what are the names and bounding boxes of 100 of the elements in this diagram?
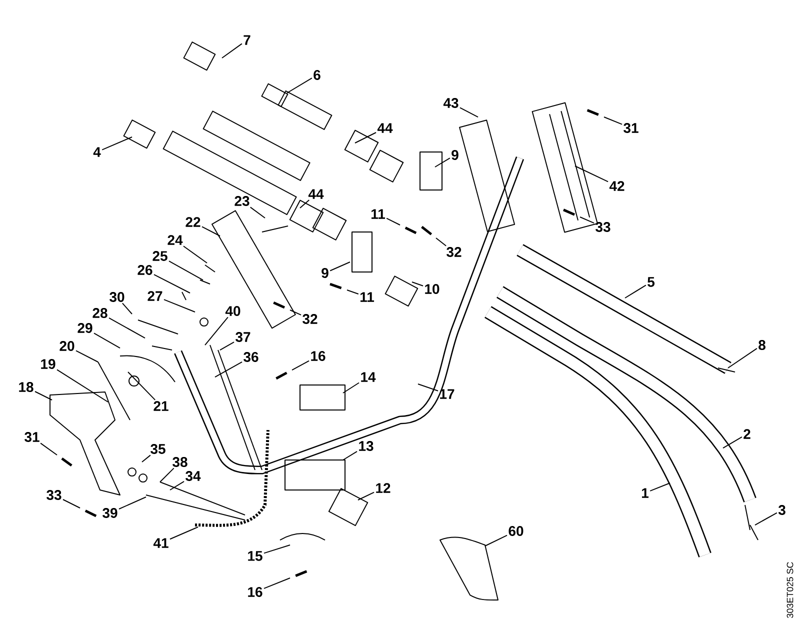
callout-number: 6 — [314, 70, 320, 80]
leader-line — [170, 480, 185, 490]
callout-number: 18 — [19, 382, 34, 392]
leader-line — [164, 299, 196, 312]
leader-line — [418, 384, 439, 392]
leader-line — [484, 534, 508, 546]
leader-line — [330, 262, 350, 272]
leader-line — [300, 200, 310, 208]
callout-number: 29 — [78, 323, 92, 333]
leader-line — [154, 274, 190, 294]
callout-number: 12 — [376, 483, 390, 493]
leader-line — [202, 226, 220, 236]
leader-line — [168, 260, 204, 280]
leader-line — [728, 348, 758, 368]
callout-number: 23 — [234, 196, 250, 206]
callout-number: 25 — [152, 251, 168, 261]
callout-number: 33 — [46, 490, 62, 500]
leader-line — [264, 578, 290, 589]
callout-number: 9 — [452, 150, 458, 160]
callout-number: 16 — [311, 351, 326, 361]
leader-line — [434, 158, 450, 168]
callout-number: 19 — [41, 359, 56, 369]
callout-number: 8 — [758, 340, 766, 350]
leader-line — [436, 238, 447, 246]
leader-line — [56, 369, 108, 402]
leader-line — [264, 544, 290, 554]
leader-line — [580, 216, 595, 224]
callout-number: 3 — [778, 505, 786, 515]
callout-number: 38 — [172, 457, 188, 467]
leader-line — [222, 43, 242, 58]
leader-line — [342, 450, 358, 460]
callout-number: 2 — [744, 429, 750, 439]
callout-number: 4 — [93, 147, 101, 157]
callout-number: 41 — [153, 538, 168, 548]
callout-number: 39 — [102, 508, 118, 518]
callout-number: 24 — [168, 235, 183, 245]
leader-line — [94, 332, 120, 348]
leader-line — [722, 436, 742, 448]
callout-number: 33 — [596, 222, 610, 232]
leader-line — [204, 316, 228, 346]
callout-number: 26 — [138, 265, 152, 275]
callout-number: 37 — [236, 332, 250, 342]
leader-line — [250, 206, 266, 218]
callout-number: 44 — [308, 189, 324, 199]
callout-number: 36 — [244, 352, 258, 362]
callout-number: 22 — [186, 217, 200, 227]
leader-line — [160, 468, 174, 482]
leader-line — [118, 496, 146, 510]
callout-number: 43 — [443, 98, 458, 108]
callout-number: 1 — [642, 488, 649, 498]
callout-number: 35 — [150, 444, 166, 454]
leader-line — [102, 136, 132, 150]
callout-number: 42 — [609, 181, 624, 191]
callout-number: 31 — [624, 123, 638, 133]
leader-line — [346, 290, 359, 294]
callout-number: 34 — [186, 471, 201, 481]
leader-line — [290, 310, 302, 316]
leader-line — [182, 246, 208, 264]
callout-number: 44 — [377, 123, 393, 133]
leader-line — [142, 454, 151, 462]
callout-number: 7 — [244, 35, 250, 45]
callout-number: 5 — [648, 277, 655, 287]
callout-number: 32 — [302, 314, 318, 324]
leader-line — [128, 372, 156, 400]
callout-number: 31 — [24, 432, 40, 442]
leader-line — [214, 362, 243, 378]
callout-number: 28 — [92, 308, 108, 318]
callout-number: 16 — [248, 587, 262, 597]
callout-number: 15 — [248, 551, 262, 561]
callout-number: 17 — [440, 389, 454, 399]
callout-number: 21 — [154, 401, 168, 411]
callout-number: 27 — [148, 291, 162, 301]
leader-line — [292, 360, 310, 370]
callout-number: 40 — [225, 306, 240, 316]
callout-number: 14 — [361, 372, 376, 382]
callout-number: 30 — [110, 292, 124, 302]
callout-number: 13 — [359, 441, 374, 451]
leader-line — [358, 492, 375, 500]
callout-number: 60 — [508, 526, 524, 536]
leader-line — [604, 116, 623, 125]
callout-number: 10 — [425, 284, 440, 294]
leader-line — [40, 442, 58, 456]
leader-line — [122, 302, 132, 314]
callout-number: 9 — [322, 268, 328, 278]
callout-number: 32 — [446, 247, 462, 257]
leader-line — [34, 391, 52, 400]
leader-line — [650, 482, 670, 492]
callout-number: 11 — [360, 292, 374, 302]
leader-line — [286, 78, 312, 94]
leader-line — [460, 107, 478, 118]
leader-line — [574, 166, 609, 182]
leader-line — [754, 512, 778, 526]
leader-line — [62, 499, 80, 508]
leader-line — [170, 526, 198, 540]
leader-line — [386, 218, 400, 226]
drawing-number: 303ET025 SC — [786, 562, 794, 618]
leader-line — [342, 382, 360, 394]
leader-line — [108, 318, 146, 338]
leader-line — [354, 132, 377, 144]
leader-line — [76, 350, 98, 362]
